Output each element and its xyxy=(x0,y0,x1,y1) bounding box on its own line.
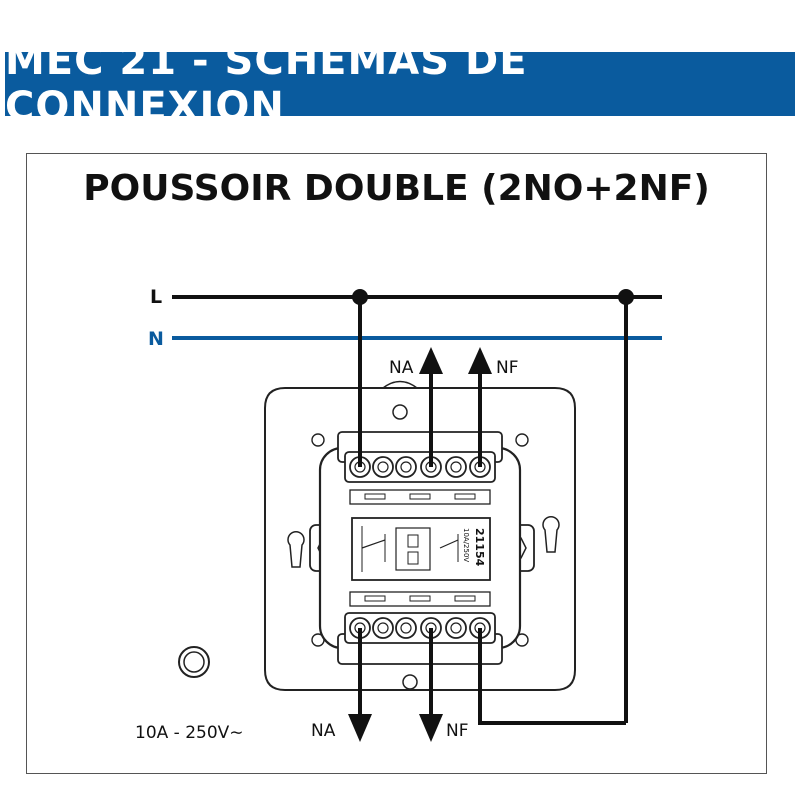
wiring xyxy=(348,289,634,742)
led-indicator xyxy=(178,646,210,678)
junction-dot xyxy=(618,289,634,305)
bottom-nf-label: NF xyxy=(446,721,469,741)
wire-bottom-common xyxy=(478,628,626,725)
diagram-frame xyxy=(26,153,767,774)
header-banner: MEC 21 - SCHÉMAS DE CONNEXION xyxy=(5,38,795,130)
bottom-na-label: NA xyxy=(311,721,336,741)
rating-label: 10A - 250V∼ xyxy=(135,723,244,743)
neutral-label: N xyxy=(148,328,164,350)
line-label: L xyxy=(150,286,162,308)
diagram-title: POUSSOIR DOUBLE (2NO+2NF) xyxy=(83,168,710,209)
terminal xyxy=(445,456,467,478)
junction-dot xyxy=(352,289,368,305)
terminal xyxy=(372,617,394,639)
terminal xyxy=(395,456,417,478)
top-na-label: NA xyxy=(389,358,414,378)
model-number: 21154 xyxy=(473,528,486,567)
terminal xyxy=(395,617,417,639)
left-keyhole xyxy=(287,530,305,568)
switch-mechanism: 21154 10A/250V xyxy=(178,380,576,691)
terminal xyxy=(372,456,394,478)
top-fixing-hole xyxy=(392,404,408,420)
terminal xyxy=(445,617,467,639)
bottom-fixing-hole xyxy=(402,674,418,690)
model-rating: 10A/250V xyxy=(462,528,470,562)
right-keyhole xyxy=(542,515,560,553)
top-nf-label: NF xyxy=(496,358,519,378)
page-title: MEC 21 - SCHÉMAS DE CONNEXION xyxy=(5,38,528,130)
